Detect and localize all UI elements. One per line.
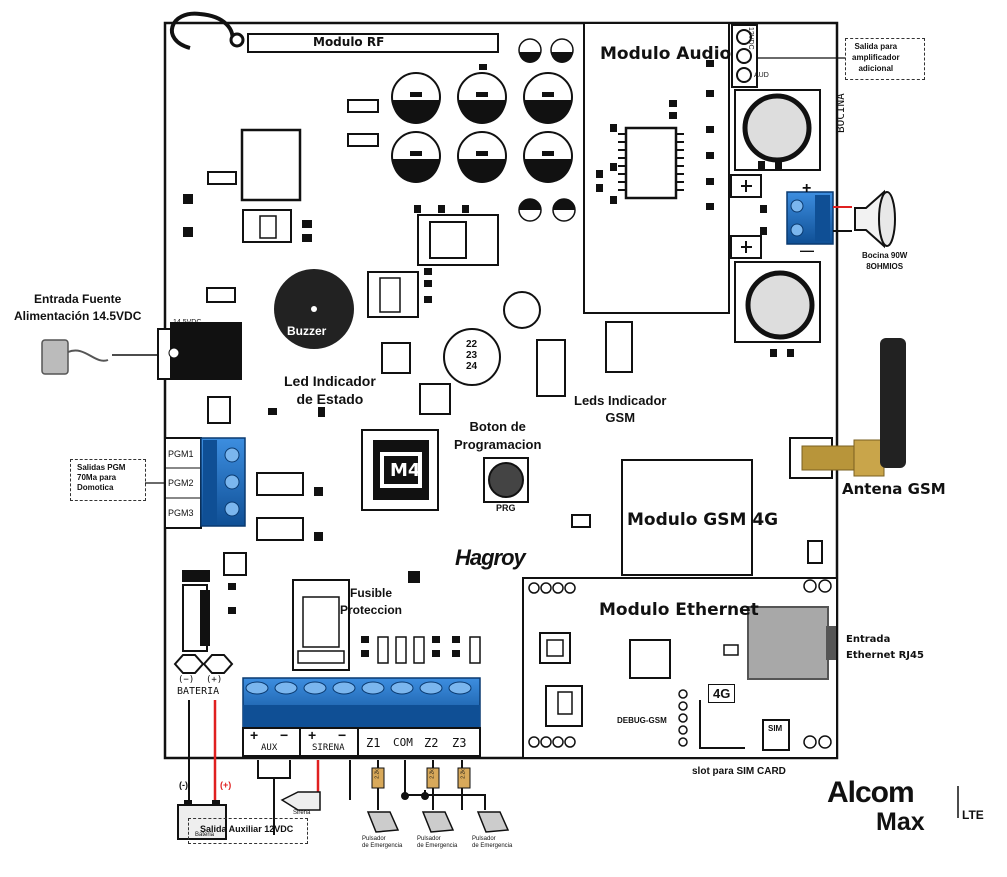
aux-output-callout: Salida Auxiliar 12VDC xyxy=(200,824,294,834)
gsm-antenna-callout: Antena GSM xyxy=(842,480,946,498)
logo-line2: Max xyxy=(876,808,925,836)
gsm-module-label: Modulo GSM 4G xyxy=(627,510,779,530)
speaker-header-label: BOCINA xyxy=(834,93,847,133)
resistor-label-3: 2.2k xyxy=(460,769,467,779)
prg-label: PRG xyxy=(496,503,516,513)
sirena-label: SIRENA xyxy=(312,743,345,753)
pgm-callout-box xyxy=(70,459,146,501)
ethernet-in-callout: Entrada Ethernet RJ45 xyxy=(846,634,924,661)
rf-antenna-wire xyxy=(169,11,235,50)
resistor-label-1: 2.2k xyxy=(374,769,381,779)
amp-callout-box xyxy=(845,38,925,80)
panic-button-icon xyxy=(421,811,455,833)
power-adapter-icon xyxy=(41,339,69,375)
com-label: COM xyxy=(393,736,413,749)
logo-line1: Alcom xyxy=(827,776,915,809)
buzzer-label: Buzzer xyxy=(287,324,327,338)
ethernet-module-label: Modulo Ethernet xyxy=(599,600,759,620)
aux-plus: + xyxy=(250,727,259,743)
pgm2-label: PGM2 xyxy=(168,478,194,488)
power-input-callout: Entrada Fuente Alimentación 14.5VDC xyxy=(14,292,142,323)
battery-small-label: Bateria xyxy=(195,832,215,838)
aux-label: AUX xyxy=(261,743,278,753)
panic-label-2: Pulsador de Emergencia xyxy=(417,836,458,849)
battery-neg-sign: (−) xyxy=(178,675,195,685)
audio-module-label: Modulo Audio xyxy=(600,44,732,64)
sim-slot-callout: slot para SIM CARD xyxy=(692,766,786,777)
sirena-minus: − xyxy=(338,727,347,743)
speaker-minus: — xyxy=(800,242,814,258)
status-led-label: Led Indicador de Estado xyxy=(284,373,376,407)
panic-button-icon xyxy=(476,811,510,833)
rom-number-24: 24 xyxy=(466,361,478,372)
resistor-label-2: 2.2k xyxy=(429,769,436,779)
battery-icon xyxy=(177,804,227,840)
transformer-top xyxy=(742,93,812,163)
panic-label-1: Pulsador de Emergencia xyxy=(362,836,403,849)
aux-callout-box xyxy=(188,818,308,844)
antenna-connector xyxy=(801,445,855,471)
siren-icon xyxy=(280,791,321,811)
z3-label: Z3 xyxy=(452,736,467,750)
siren-small-label: Sirena xyxy=(293,810,311,816)
gsm-leds-label: Leds Indicador GSM xyxy=(574,393,667,425)
rj45-port xyxy=(747,606,829,680)
power-in-label: 14.5VDC xyxy=(173,319,202,326)
panic-button-icon xyxy=(366,811,400,833)
pgm1-label: PGM1 xyxy=(168,449,194,459)
brand-label: Hagroy xyxy=(455,545,526,570)
battery-pos-sign: (+) xyxy=(206,675,223,685)
logo-lte-tag: LTE xyxy=(962,808,984,822)
transformer-bottom xyxy=(745,270,815,340)
badge-4g: 4G xyxy=(708,684,736,703)
battery-label: BATERIA xyxy=(177,686,220,697)
rf-module-label: Modulo RF xyxy=(313,35,385,49)
chip-label: M4 xyxy=(390,460,421,481)
speaker-plus: + xyxy=(802,180,812,197)
rom-number-22: 22 xyxy=(466,339,478,350)
amp-output-callout: Salida para amplificador adicional xyxy=(852,42,900,73)
panic-label-3: Pulsador de Emergencia xyxy=(472,836,513,849)
battery-neg-callout: (-) xyxy=(179,780,188,790)
battery-pos-callout: (+) xyxy=(220,780,232,790)
sirena-plus: + xyxy=(308,727,317,743)
aud-12vdc-label: 12VDC xyxy=(747,27,754,50)
gsm-module xyxy=(621,459,753,576)
pgm-outputs-callout: Salidas PGM 70Ma para Domotica xyxy=(77,463,126,492)
z1-label: Z1 xyxy=(366,736,381,750)
pgm3-label: PGM3 xyxy=(168,508,194,518)
rf-module xyxy=(247,33,499,53)
speaker-icon xyxy=(854,189,885,249)
fuse-label: Fusible Proteccion xyxy=(340,586,403,617)
program-button-label: Boton de Programacion xyxy=(454,419,542,452)
rom-number-23: 23 xyxy=(466,350,478,361)
power-jack xyxy=(170,322,242,380)
aux-minus: − xyxy=(280,727,289,743)
aud-label: AUD xyxy=(754,72,769,79)
sim-label: SIM xyxy=(768,724,783,733)
gsm-antenna xyxy=(880,338,906,468)
speaker-callout: Bocina 90W 8OHMIOS xyxy=(862,251,908,271)
debug-label: DEBUG-GSM xyxy=(617,716,667,725)
rom-socket xyxy=(443,328,501,386)
z2-label: Z2 xyxy=(424,736,439,750)
